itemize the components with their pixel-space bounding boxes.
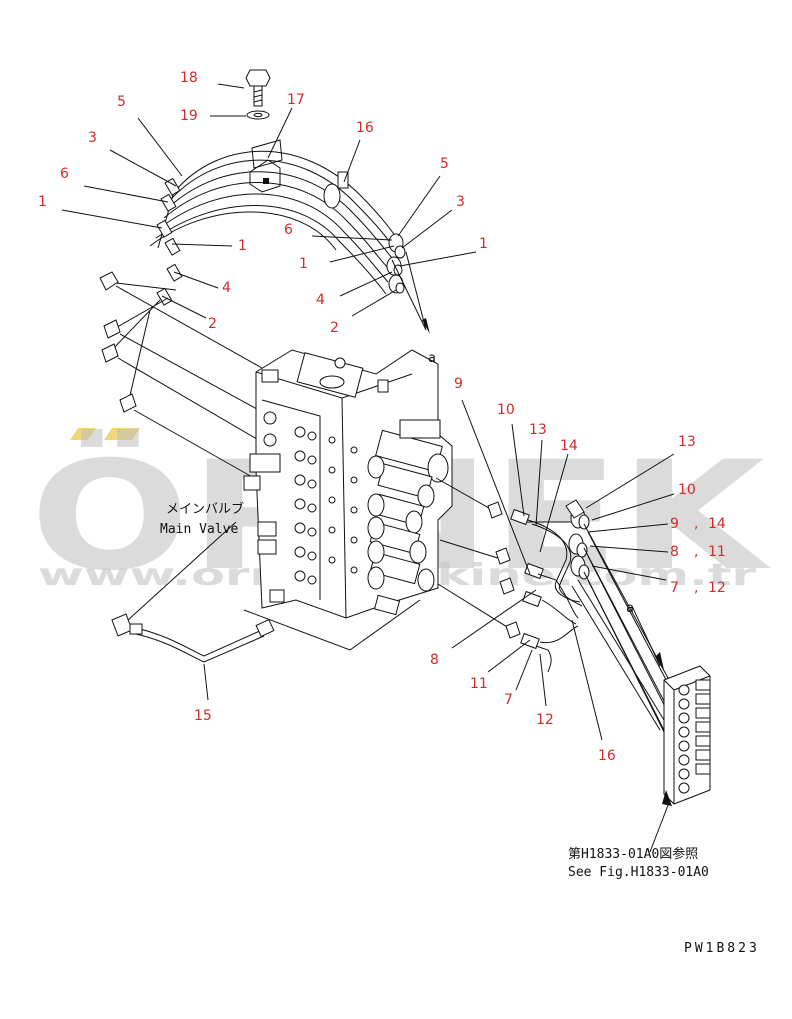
- callout-12-lower: 12: [536, 712, 554, 728]
- valve-ports-left: [243, 411, 358, 603]
- callout-9-right: 9: [670, 516, 679, 532]
- callout-1-upper-right-a: 1: [299, 256, 308, 272]
- drawing-number: PW1B823: [684, 941, 760, 956]
- callout-3-upper-left: 3: [88, 130, 97, 146]
- callout-4-upper-right: 4: [316, 292, 325, 308]
- main-valve: [243, 349, 453, 619]
- valve-spools-right: [367, 419, 449, 616]
- callout-leaders: [61, 83, 675, 741]
- callout-10-center: 10: [497, 402, 515, 418]
- view-mark-lower: a: [626, 601, 634, 616]
- callout-3-upper-right: 3: [456, 194, 465, 210]
- callout-2-mid-left: 2: [208, 316, 217, 332]
- comma-3: ,: [694, 580, 698, 596]
- callout-6-upper-left: 6: [60, 166, 69, 182]
- main-valve-label-en: Main Valve: [160, 522, 238, 537]
- callout-13-center: 13: [529, 422, 547, 438]
- washer-19: [246, 110, 270, 120]
- remote-valve-block: [649, 665, 711, 853]
- main-valve-label-jp: メインバルブ: [166, 501, 244, 517]
- upper-hose-bundle: [99, 150, 430, 413]
- reference-note-en: See Fig.H1833-01A0: [568, 865, 709, 880]
- callout-11-right: 11: [708, 544, 726, 560]
- watermark-accent-right: [104, 428, 140, 440]
- callout-7-right: 7: [670, 580, 679, 596]
- callout-11-lower: 11: [470, 676, 488, 692]
- reference-note-jp: 第H1833-01A0図参照: [568, 846, 698, 862]
- callout-12-right: 12: [708, 580, 726, 596]
- callout-1-mid-left: 1: [238, 238, 247, 254]
- callout-14-center: 14: [560, 438, 578, 454]
- callout-commas: , , ,: [694, 516, 698, 596]
- callout-2-upper-right: 2: [330, 320, 339, 336]
- comma-2: ,: [694, 544, 698, 560]
- callout-15: 15: [194, 708, 212, 724]
- comma-1: ,: [694, 516, 698, 532]
- callout-1-upper-right-b: 1: [479, 236, 488, 252]
- callout-17: 17: [287, 92, 305, 108]
- view-mark-upper: a: [428, 351, 436, 366]
- watermark-accent-left: [70, 428, 96, 440]
- callout-1-upper-left: 1: [38, 194, 47, 210]
- callout-10-right: 10: [678, 482, 696, 498]
- callout-14-right: 14: [708, 516, 726, 532]
- leader-lines-left: [115, 285, 267, 479]
- callout-7-lower: 7: [504, 692, 513, 708]
- callout-6-upper-right: 6: [284, 222, 293, 238]
- callout-19: 19: [180, 108, 198, 124]
- callout-labels: 18 19 17 5 3 6 1 1 4 2 16 5 3 6 1 1 4 2 …: [38, 70, 726, 764]
- callout-5-upper-right: 5: [440, 156, 449, 172]
- callout-13-right: 13: [678, 434, 696, 450]
- callout-9-center: 9: [454, 376, 463, 392]
- callout-5-upper-left: 5: [117, 94, 126, 110]
- hose-15: [111, 613, 275, 663]
- callout-8-lower: 8: [430, 652, 439, 668]
- callout-16-lower: 16: [598, 748, 616, 764]
- bolt-18: [245, 69, 271, 107]
- callout-18: 18: [180, 70, 198, 86]
- clamp-17: [249, 139, 283, 193]
- callout-16-upper: 16: [356, 120, 374, 136]
- callout-8-right: 8: [670, 544, 679, 560]
- callout-4-mid-left: 4: [222, 280, 231, 296]
